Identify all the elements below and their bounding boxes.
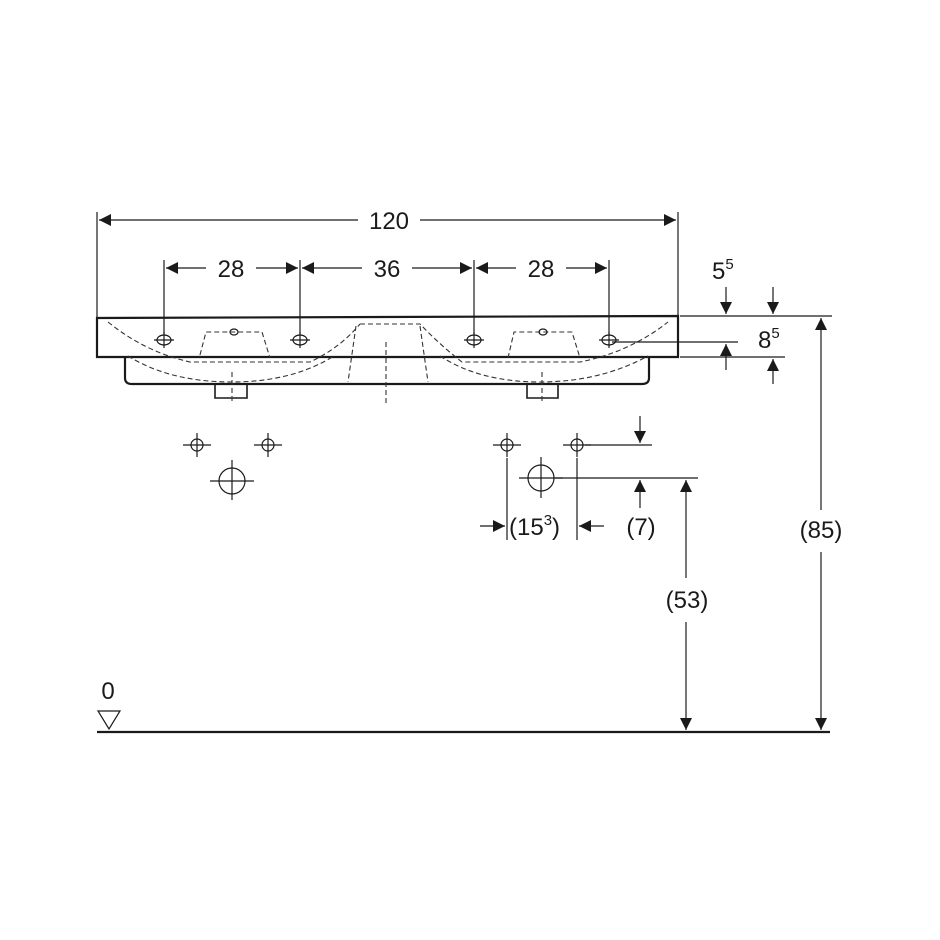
overflow-hole-left: [229, 328, 239, 336]
supply-point-left-1: [183, 433, 211, 457]
dim-drain-height: (53): [666, 587, 709, 614]
basin-outline: [95, 314, 680, 399]
dim-drain-spacing: (153): [509, 512, 560, 541]
tap-hole-4: [599, 332, 619, 348]
dimension-labels: 120 28 36 28 55 85 (153) (7) (53) (85) 0: [101, 208, 842, 705]
drain-point-left: [210, 460, 254, 500]
dim-total-height: (85): [800, 517, 843, 544]
bowl-contours: [107, 321, 669, 406]
dim-total-width: 120: [369, 208, 409, 235]
dim-center-spacing: 36: [374, 256, 401, 283]
tap-hole-3: [464, 332, 484, 348]
dim-right-hole-spacing: 28: [528, 256, 555, 283]
tap-holes: [154, 328, 619, 348]
wall-connections: [183, 433, 591, 500]
dim-drain-offset: (7): [626, 514, 655, 541]
floor-level-label: 0: [101, 678, 114, 705]
tap-hole-1: [154, 332, 174, 348]
floor-line: [96, 710, 830, 734]
dim-rim-top: 55: [712, 256, 734, 285]
overflow-hole-right: [538, 328, 548, 336]
dim-left-hole-spacing: 28: [218, 256, 245, 283]
supply-point-right-1: [493, 433, 521, 457]
tap-hole-2: [290, 332, 310, 348]
dim-rim-height: 85: [758, 325, 780, 354]
supply-point-left-2: [254, 433, 282, 457]
dimension-lines: [96, 212, 832, 730]
